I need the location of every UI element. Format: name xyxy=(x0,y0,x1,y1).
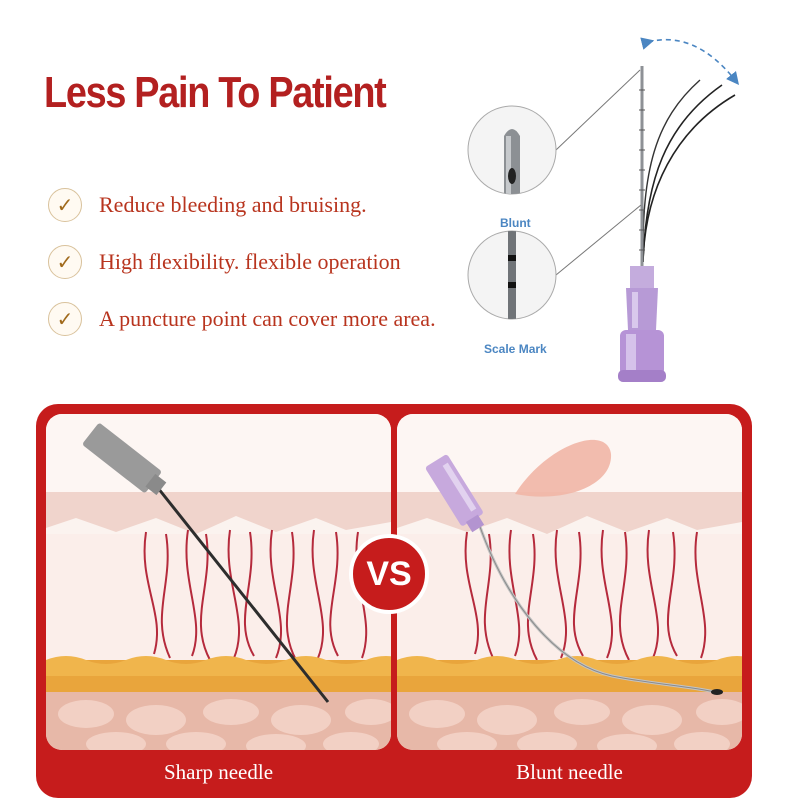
sharp-needle-caption: Sharp needle xyxy=(163,760,274,784)
check-icon: ✓ xyxy=(48,245,82,279)
blunt-needle-scene xyxy=(397,414,742,750)
comparison-frame: VS Sharp needle Blunt needle xyxy=(36,404,752,798)
benefit-item: ✓ High flexibility. flexible operation xyxy=(48,243,436,281)
cannula-illustration: Blunt Scale Mark xyxy=(460,30,760,400)
bent-cannula-line xyxy=(642,79,701,263)
bent-cannula-line xyxy=(642,94,736,263)
callout-leader xyxy=(555,204,642,276)
needle-hub xyxy=(618,266,666,382)
blunt-needle-hub xyxy=(425,454,485,533)
scale-mark-callout xyxy=(467,230,557,320)
sharp-needle-scene xyxy=(46,414,391,750)
benefit-item: ✓ Reduce bleeding and bruising. xyxy=(48,186,436,224)
benefit-list: ✓ Reduce bleeding and bruising. ✓ High f… xyxy=(48,186,436,357)
flex-arrow-icon xyxy=(640,37,739,85)
sharp-needle-hub xyxy=(83,423,167,496)
benefit-text: High flexibility. flexible operation xyxy=(99,249,401,274)
benefit-item: ✓ A puncture point can cover more area. xyxy=(48,300,436,338)
blunt-needle-panel xyxy=(397,414,742,750)
vs-badge: VS xyxy=(349,534,429,614)
page-title: Less Pain To Patient xyxy=(44,68,387,117)
cannula-svg xyxy=(467,37,739,382)
check-icon: ✓ xyxy=(48,188,82,222)
check-icon: ✓ xyxy=(48,302,82,336)
blunt-needle-caption: Blunt needle xyxy=(516,760,623,784)
benefit-text: Reduce bleeding and bruising. xyxy=(99,192,367,217)
sharp-needle-panel xyxy=(46,414,391,750)
sharp-needle-shaft xyxy=(156,487,330,703)
blunt-label: Blunt xyxy=(500,216,531,230)
callout-leader xyxy=(555,69,641,151)
blunt-tip-callout xyxy=(467,105,557,195)
scale-mark-label: Scale Mark xyxy=(484,342,547,356)
scale-ticks xyxy=(639,89,645,251)
benefit-text: A puncture point can cover more area. xyxy=(99,306,436,331)
